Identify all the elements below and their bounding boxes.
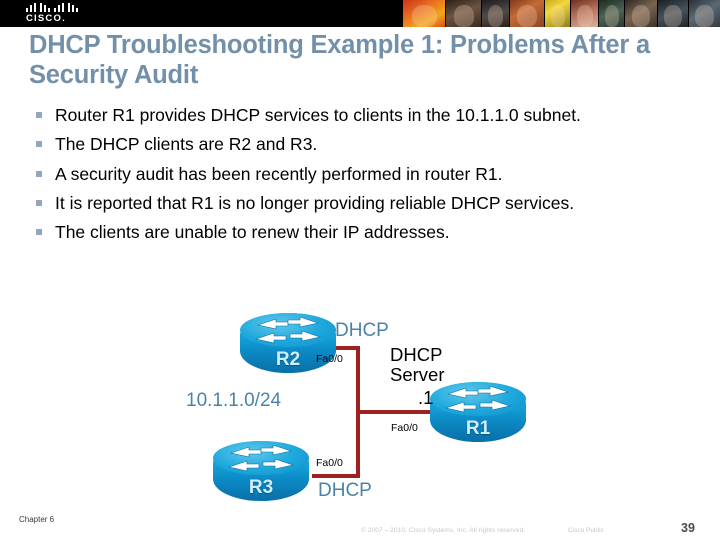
bullet-square-icon — [36, 112, 42, 118]
router-arrows-icon — [254, 317, 322, 344]
bullet-text: The clients are unable to renew their IP… — [55, 222, 450, 243]
link-r2-horizontal — [312, 346, 360, 350]
banner-photo — [656, 0, 688, 27]
footer-classification: Cisco Public — [568, 527, 604, 534]
label-network-address: 10.1.1.0/24 — [186, 390, 282, 411]
router-label: R1 — [465, 418, 491, 439]
cisco-wordmark: CISCO. — [26, 13, 66, 24]
banner-photo — [508, 0, 545, 27]
banner-photo — [481, 0, 509, 27]
label-r3-interface: Fa0/0 — [316, 457, 343, 469]
router-arrows-icon — [227, 445, 295, 472]
footer-copyright: © 2007 – 2010, Cisco Systems, Inc. All r… — [361, 527, 526, 534]
label-r1-interface: Fa0/0 — [391, 422, 418, 434]
router-label: R3 — [248, 477, 274, 498]
bullet-item: It is reported that R1 is no longer prov… — [33, 193, 683, 213]
footer-chapter: Chapter 6 — [19, 515, 55, 524]
banner-photo — [687, 0, 720, 27]
bullet-text: Router R1 provides DHCP services to clie… — [55, 105, 581, 125]
footer-page-number: 39 — [681, 521, 695, 535]
router-top — [430, 382, 526, 416]
label-r2-dhcp: DHCP — [335, 320, 389, 341]
banner-photo — [445, 0, 481, 27]
router-top — [213, 441, 309, 475]
bullet-square-icon — [36, 170, 42, 177]
banner-photo — [624, 0, 657, 27]
bullet-text: A security audit has been recently perfo… — [55, 163, 503, 184]
banner-photo-strip — [402, 0, 720, 27]
label-r3-dhcp: DHCP — [318, 480, 372, 501]
router-r3[interactable]: R3 — [213, 441, 309, 501]
cisco-bridge-icon — [26, 3, 84, 12]
bullet-item: The DHCP clients are R2 and R3. — [33, 134, 683, 154]
bullet-list: Router R1 provides DHCP services to clie… — [33, 105, 683, 251]
label-r2-interface: Fa0/0 — [316, 353, 343, 365]
banner-photo — [544, 0, 571, 27]
bullet-text: The DHCP clients are R2 and R3. — [55, 134, 318, 155]
cisco-logo: CISCO. — [18, 2, 94, 26]
slide-title: DHCP Troubleshooting Example 1: Problems… — [29, 31, 650, 89]
banner-photo — [402, 0, 446, 27]
bullet-item: A security audit has been recently perfo… — [33, 164, 683, 184]
bullet-square-icon — [36, 141, 42, 148]
top-banner: CISCO. — [0, 0, 720, 27]
router-r1[interactable]: R1 — [430, 382, 526, 442]
router-arrows-icon — [444, 386, 512, 413]
bullet-square-icon — [36, 229, 42, 236]
label-dhcp-server-line2: Server — [390, 364, 445, 385]
network-diagram: R2 R3 — [0, 296, 720, 511]
link-r1-horizontal — [356, 410, 446, 414]
bullet-item: Router R1 provides DHCP services to clie… — [33, 105, 683, 125]
bullet-square-icon — [36, 199, 42, 206]
label-dhcp-server-ip: .1 — [418, 387, 434, 408]
router-label: R2 — [275, 349, 301, 370]
label-dhcp-server-line1: DHCP — [390, 344, 443, 365]
banner-photo — [598, 0, 625, 27]
router-top — [240, 313, 336, 347]
router-r2[interactable]: R2 — [240, 313, 336, 373]
bullet-item: The clients are unable to renew their IP… — [33, 222, 683, 242]
banner-photo — [570, 0, 599, 27]
bullet-text: It is reported that R1 is no longer prov… — [55, 192, 575, 213]
link-r3-horizontal — [312, 474, 360, 478]
